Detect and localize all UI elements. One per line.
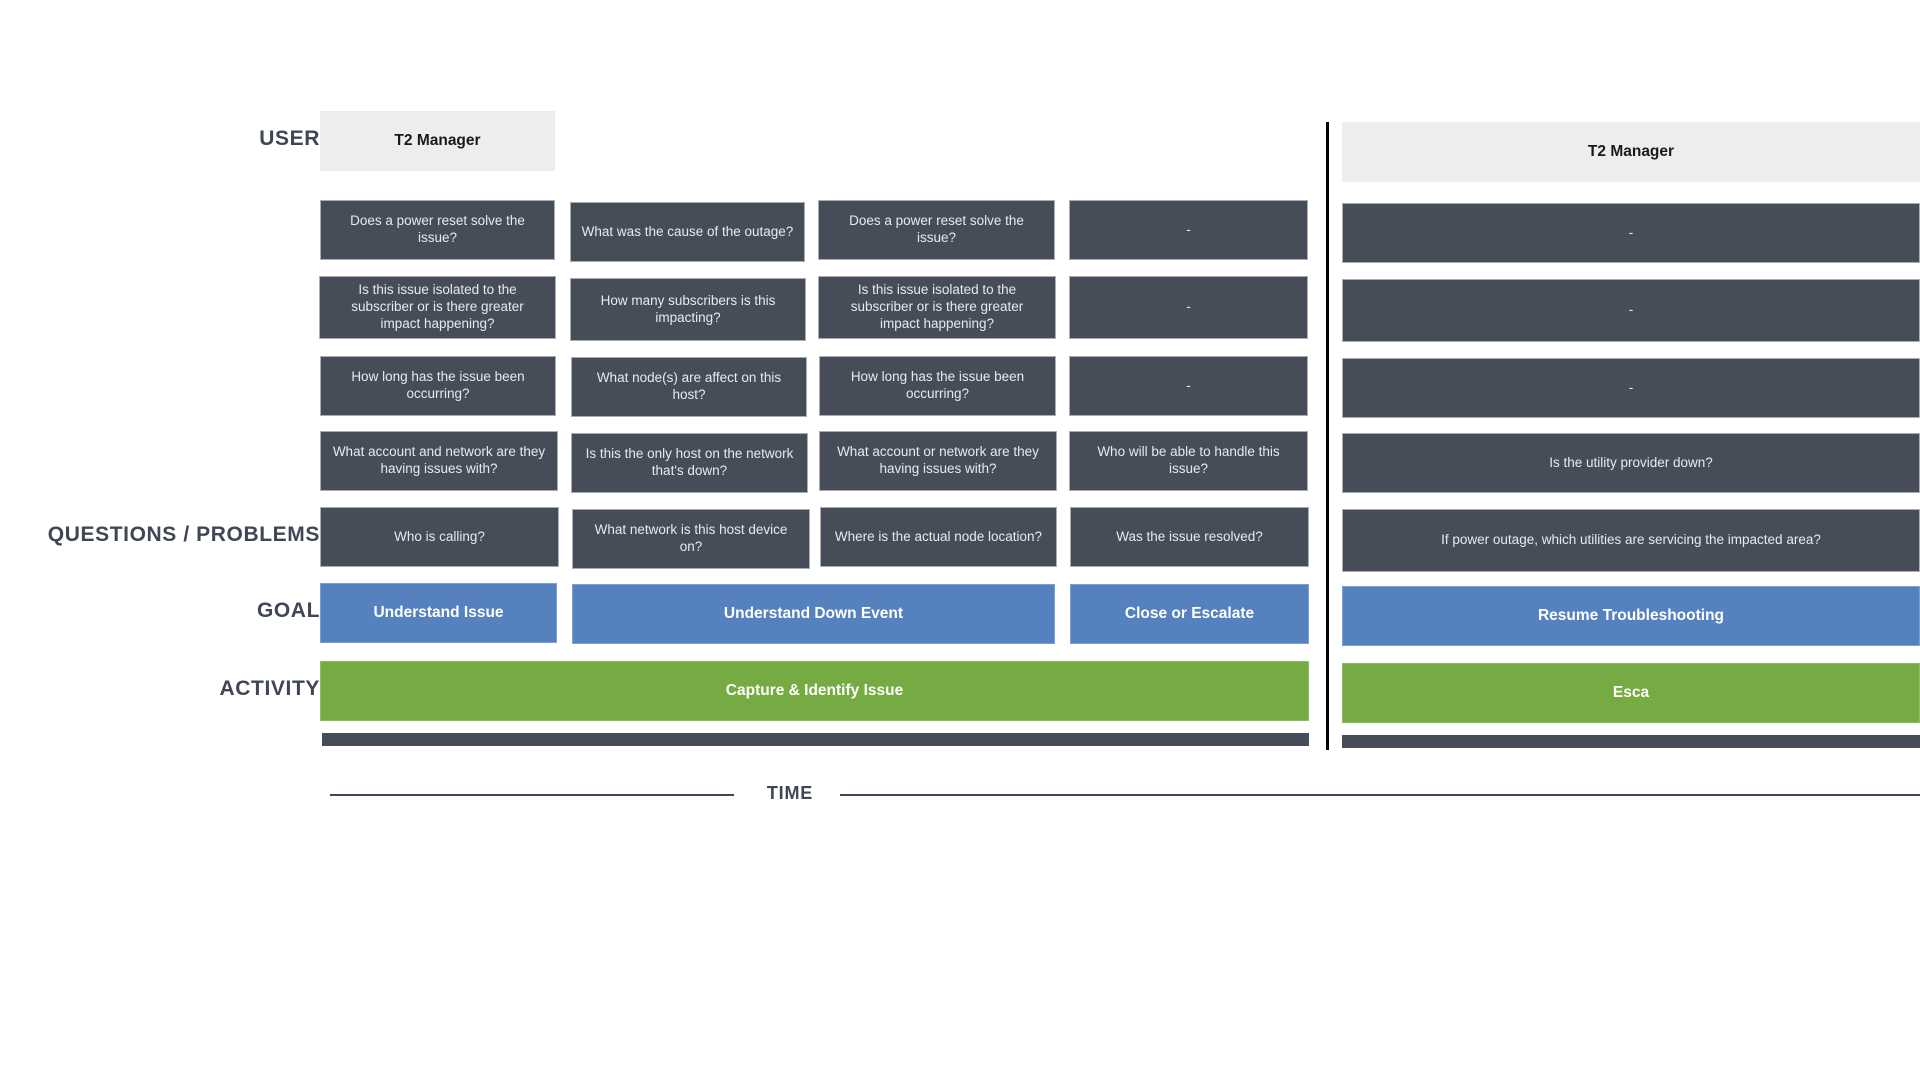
question-card-col-4-row-3[interactable]: - bbox=[1069, 356, 1308, 416]
question-card-col-5-row-3[interactable]: - bbox=[1342, 358, 1920, 418]
user-card-col-1[interactable]: T2 Manager bbox=[320, 111, 555, 171]
time-axis-line-left bbox=[330, 794, 734, 796]
question-card-col-1-row-3[interactable]: How long has the issue been occurring? bbox=[320, 356, 556, 416]
activity-card-1[interactable]: Capture & Identify Issue bbox=[320, 661, 1309, 721]
activity-card-2[interactable]: Esca bbox=[1342, 663, 1920, 723]
timeline-strip-right bbox=[1342, 735, 1920, 748]
question-card-col-3-row-4[interactable]: What account or network are they having … bbox=[819, 431, 1057, 491]
question-card-col-5-row-5[interactable]: If power outage, which utilities are ser… bbox=[1342, 509, 1920, 572]
question-card-col-1-row-5[interactable]: Who is calling? bbox=[320, 507, 559, 567]
question-card-col-3-row-5[interactable]: Where is the actual node location? bbox=[820, 507, 1057, 567]
goal-card-col-4[interactable]: Close or Escalate bbox=[1070, 584, 1309, 644]
question-card-col-4-row-1[interactable]: - bbox=[1069, 200, 1308, 260]
question-card-col-4-row-5[interactable]: Was the issue resolved? bbox=[1070, 507, 1309, 567]
question-card-col-2-row-4[interactable]: Is this the only host on the network tha… bbox=[571, 433, 808, 493]
question-card-col-4-row-2[interactable]: - bbox=[1069, 276, 1308, 339]
phase-divider bbox=[1326, 122, 1329, 750]
question-card-col-1-row-4[interactable]: What account and network are they having… bbox=[320, 431, 558, 491]
question-card-col-2-row-3[interactable]: What node(s) are affect on this host? bbox=[571, 357, 807, 417]
question-card-col-5-row-2[interactable]: - bbox=[1342, 279, 1920, 342]
question-card-col-2-row-2[interactable]: How many subscribers is this impacting? bbox=[570, 278, 806, 341]
question-card-col-3-row-3[interactable]: How long has the issue been occurring? bbox=[819, 356, 1056, 416]
question-card-col-4-row-4[interactable]: Who will be able to handle this issue? bbox=[1069, 431, 1308, 491]
row-label-activity: ACTIVITY bbox=[219, 677, 320, 700]
question-card-col-3-row-2[interactable]: Is this issue isolated to the subscriber… bbox=[818, 276, 1056, 339]
question-card-col-2-row-5[interactable]: What network is this host device on? bbox=[572, 509, 810, 569]
question-card-col-5-row-1[interactable]: - bbox=[1342, 203, 1920, 263]
question-card-col-1-row-2[interactable]: Is this issue isolated to the subscriber… bbox=[319, 276, 556, 339]
time-axis-line-right bbox=[840, 794, 1920, 796]
question-card-col-5-row-4[interactable]: Is the utility provider down? bbox=[1342, 433, 1920, 493]
row-label-questions: QUESTIONS / PROBLEMS bbox=[47, 523, 320, 546]
question-card-col-1-row-1[interactable]: Does a power reset solve the issue? bbox=[320, 200, 555, 260]
time-axis-label: TIME bbox=[766, 783, 814, 803]
row-label-goal: GOAL bbox=[256, 599, 320, 622]
time-axis: TIME bbox=[330, 783, 1920, 807]
row-label-user: USER bbox=[259, 127, 320, 150]
timeline-strip-left bbox=[322, 733, 1309, 746]
goal-card-col-2[interactable]: Understand Down Event bbox=[572, 584, 1055, 644]
goal-card-col-5[interactable]: Resume Troubleshooting bbox=[1342, 586, 1920, 646]
goal-card-col-1[interactable]: Understand Issue bbox=[320, 583, 557, 643]
question-card-col-3-row-1[interactable]: Does a power reset solve the issue? bbox=[818, 200, 1055, 260]
question-card-col-2-row-1[interactable]: What was the cause of the outage? bbox=[570, 202, 805, 262]
user-card-col-5[interactable]: T2 Manager bbox=[1342, 122, 1920, 182]
